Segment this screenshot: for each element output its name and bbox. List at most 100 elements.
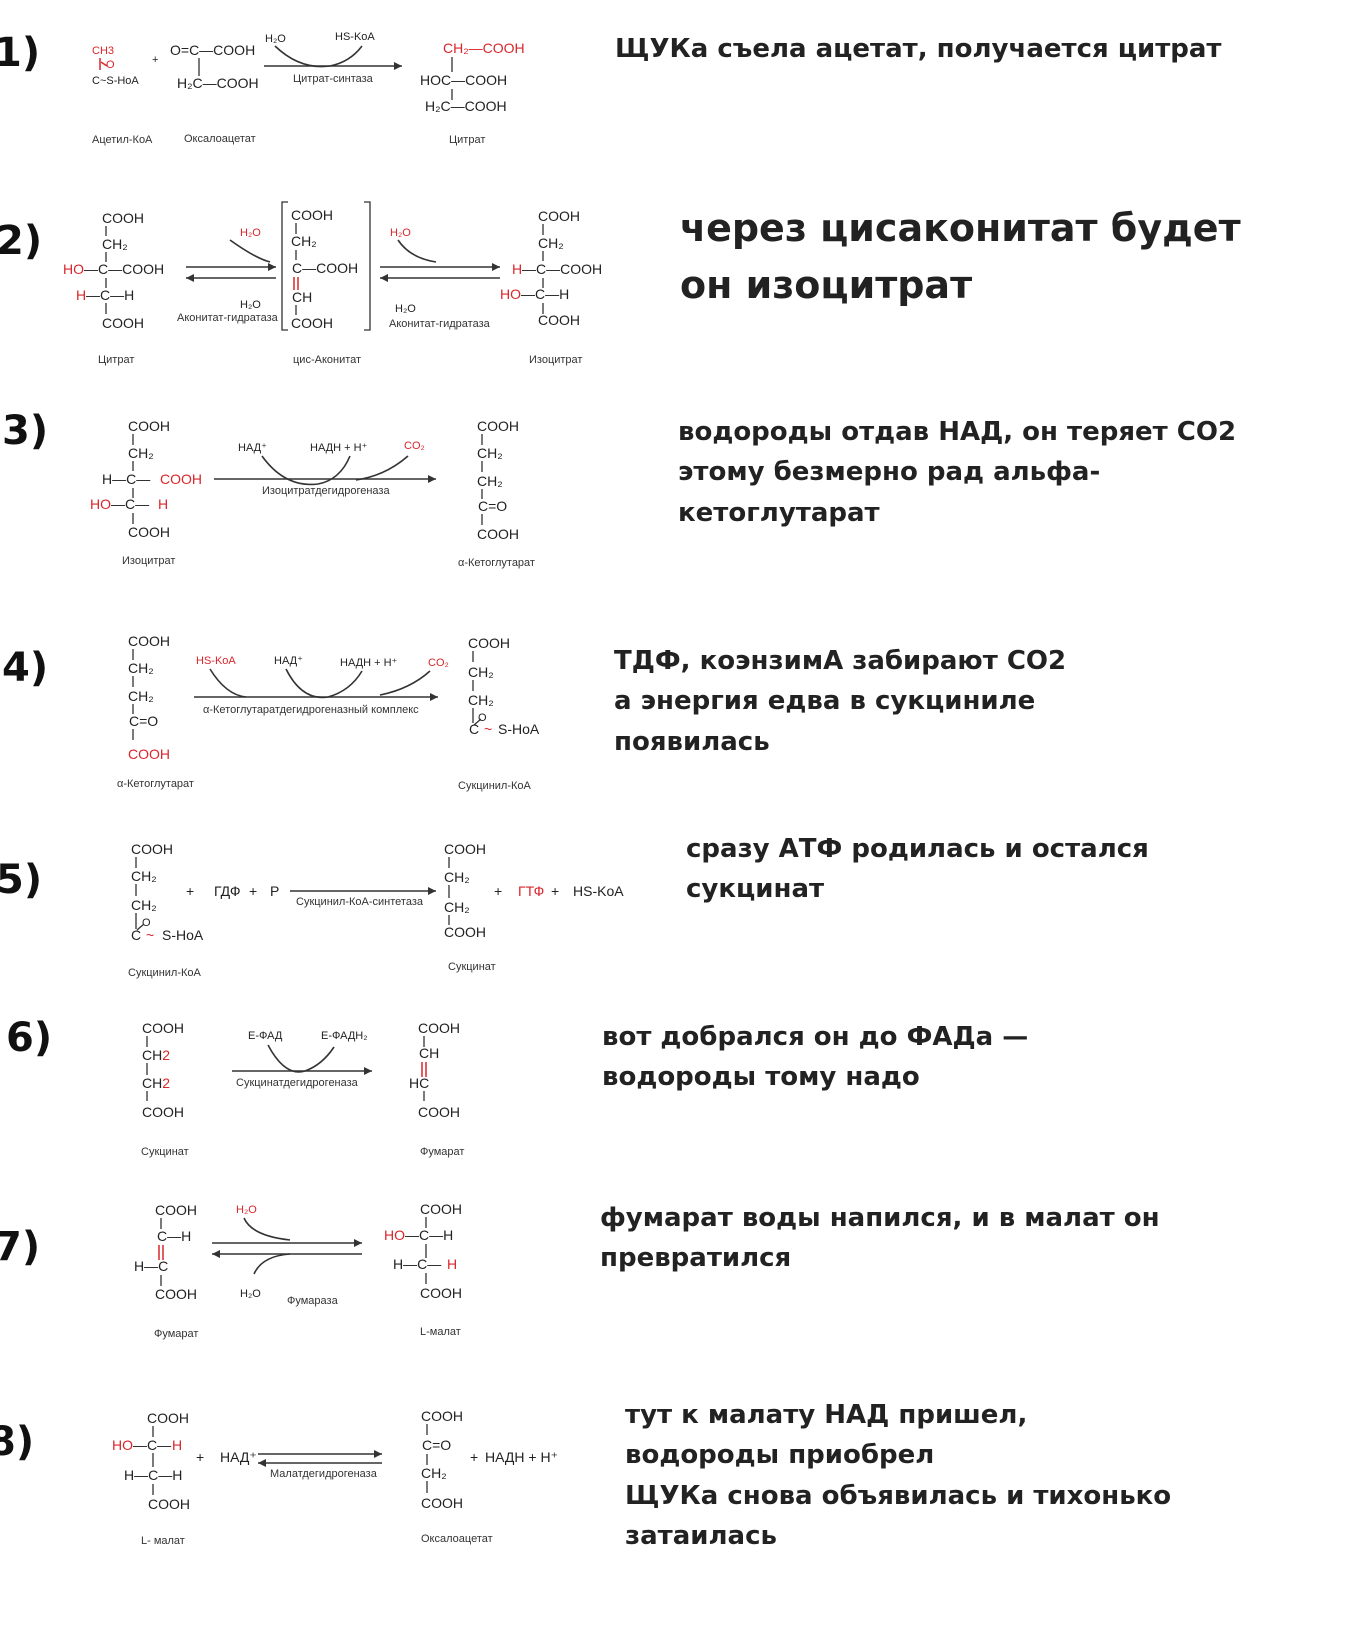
verse-line: вот добрался он до ФАДа — (602, 1022, 1029, 1052)
svg-text:CH₂: CH₂ (421, 1465, 447, 1481)
reactant-label: α-Кетоглутарат (117, 778, 194, 790)
svg-text:COOH: COOH (128, 524, 170, 540)
reaction-step-6: 6) COOH CH2 CH2 COOH Сукцинат Е-ФАД Е-ФА… (0, 1005, 1362, 1165)
svg-text:COOH: COOH (142, 1020, 184, 1036)
svg-text:HOC—COOH: HOC—COOH (420, 72, 507, 88)
svg-text:CH₂—COOH: CH₂—COOH (443, 40, 525, 56)
enzyme-label: Изоцитратдегидрогеназа (262, 485, 390, 497)
intermediate-label: цис-Аконитат (293, 354, 361, 366)
step-number: 8) (0, 1419, 35, 1465)
reaction-scheme: COOH HO —C— H H—C—H COOH L- малат + НАД⁺… (112, 1408, 558, 1547)
svg-text:HO: HO (500, 286, 521, 302)
svg-text:H—C—: H—C— (393, 1256, 441, 1272)
svg-text:COOH: COOH (160, 471, 202, 487)
svg-text:CH: CH (292, 289, 312, 305)
verse: ТДФ, коэнзимА забирают СО2 а энергия едв… (614, 641, 1066, 762)
svg-text:COOH: COOH (147, 1410, 189, 1426)
svg-text:CH₂: CH₂ (291, 233, 317, 249)
cofactor-label: H₂O (236, 1204, 257, 1216)
reaction-scheme: COOH CH₂ H—C— COOH HO —C— H COOH Изоцитр… (90, 418, 535, 569)
reaction-scheme: COOH C—H H—C COOH Фумарат H₂O H₂O Фумара… (134, 1201, 462, 1340)
step-number: 6) (6, 1015, 53, 1061)
reaction-scheme: COOH CH₂ CH₂ C=O COOH α-Кетоглутарат HS-… (117, 633, 540, 792)
enzyme-label: Сукцинил-КоА-синтетаза (296, 896, 424, 908)
svg-text:CH₂: CH₂ (444, 869, 470, 885)
svg-text:COOH: COOH (102, 315, 144, 331)
reactant-label: Ацетил-КоА (92, 134, 153, 146)
verse-line: этому безмерно рад альфа- (678, 457, 1101, 488)
svg-text:O: O (142, 917, 151, 929)
svg-text:+: + (551, 883, 559, 899)
reaction-scheme: COOH CH₂ CH₂ O C ~ S-HoA Сукцинил-КоА + … (128, 841, 624, 979)
svg-text:COOH: COOH (128, 418, 170, 434)
svg-text:H₂O: H₂O (240, 227, 261, 239)
svg-text:—C—: —C— (111, 496, 149, 512)
svg-text:COOH: COOH (477, 526, 519, 542)
product-label: Сукцинат (448, 961, 496, 973)
verse-line: тут к малату НАД пришел, (625, 1400, 1028, 1430)
verse-line: превратился (600, 1243, 792, 1274)
reactant-label: Фумарат (154, 1328, 198, 1340)
svg-text:HO: HO (63, 261, 84, 277)
svg-text:COOH: COOH (131, 841, 173, 857)
cofactor-label: ГТФ (518, 883, 544, 899)
verse: ЩУКа съела ацетат, получается цитрат (615, 30, 1222, 69)
svg-text:COOH: COOH (444, 841, 486, 857)
svg-text:+: + (494, 883, 502, 899)
cofactor-label: CO₂ (428, 657, 449, 669)
step-number: 3) (2, 408, 49, 454)
reaction-step-7: 7) COOH C—H H—C COOH Фумарат H₂O H₂O Фум… (0, 1190, 1362, 1355)
reaction-scheme: COOH CH₂ HO —C—COOH H —C—H COOH H₂O H₂O … (63, 201, 602, 366)
svg-text:O: O (106, 59, 115, 71)
verse-line: сразу АТФ родилась и остался (686, 834, 1149, 864)
verse: через цисаконитат будет он изоцитрат (680, 200, 1241, 314)
svg-text:HO: HO (90, 496, 111, 512)
verse-line: затаилась (625, 1520, 777, 1551)
product-label: Фумарат (420, 1146, 464, 1158)
svg-text:H: H (158, 496, 168, 512)
svg-text:+: + (152, 54, 158, 66)
reactant-label: Сукцинил-КоА (128, 967, 202, 979)
verse-line: через цисаконитат будет (680, 206, 1241, 250)
step-number: 1) (0, 30, 41, 76)
enzyme-label: Аконитат-гидратаза (389, 318, 491, 330)
verse-line: ЩУКа снова объявилась и тихонько (625, 1480, 1172, 1511)
product-label: L-малат (420, 1326, 461, 1338)
svg-text:H₂O: H₂O (390, 227, 411, 239)
svg-text:+: + (186, 883, 194, 899)
svg-text:COOH: COOH (444, 924, 486, 940)
verse-line: водороды тому надо (602, 1062, 920, 1093)
step-number: 2) (0, 218, 43, 264)
svg-text:H₂O: H₂O (240, 299, 261, 311)
reaction-scheme: CH3 O C~S-HoA + O=C—COOH H₂C—COOH H₂O HS… (92, 31, 525, 146)
cofactor-label: ГДФ (214, 883, 240, 899)
product-label: Цитрат (449, 134, 485, 146)
svg-text:C~S-HoA: C~S-HoA (92, 75, 139, 87)
cofactor-label: P (270, 883, 279, 899)
svg-text:—C—H: —C—H (86, 287, 134, 303)
svg-text:S-HoA: S-HoA (498, 721, 540, 737)
svg-text:COOH: COOH (102, 210, 144, 226)
svg-text:C: C (131, 927, 141, 943)
verse: фумарат воды напился, и в малат он превр… (600, 1198, 1160, 1279)
svg-text:CH₂: CH₂ (538, 235, 564, 251)
reaction-scheme: COOH CH2 CH2 COOH Сукцинат Е-ФАД Е-ФАДН₂… (141, 1020, 464, 1158)
cofactor-label: НАД⁺ (274, 655, 303, 667)
verse: тут к малату НАД пришел, водороды приобр… (625, 1395, 1171, 1556)
svg-text:CH₂: CH₂ (444, 899, 470, 915)
svg-text:CH₂: CH₂ (477, 473, 503, 489)
svg-text:H—C—: H—C— (102, 471, 150, 487)
cofactor-label: Е-ФАД (248, 1030, 283, 1042)
svg-text:COOH: COOH (155, 1202, 197, 1218)
svg-text:CH3: CH3 (92, 45, 114, 57)
cofactor-label: НАД⁺ (220, 1449, 257, 1465)
reaction-step-5: 5) COOH CH₂ CH₂ O C ~ S-HoA Сукцинил-КоА… (0, 825, 1362, 985)
svg-text:COOH: COOH (291, 207, 333, 223)
svg-text:~: ~ (484, 721, 492, 737)
svg-text:—C—H: —C—H (405, 1227, 453, 1243)
verse: водороды отдав НАД, он теряет СО2 этому … (678, 412, 1236, 533)
svg-text:HO: HO (112, 1437, 133, 1453)
product-label: Оксалоацетат (421, 1533, 493, 1545)
cofactor-label: HS-KoA (196, 655, 236, 667)
enzyme-label: Сукцинатдегидрогеназа (236, 1077, 359, 1089)
